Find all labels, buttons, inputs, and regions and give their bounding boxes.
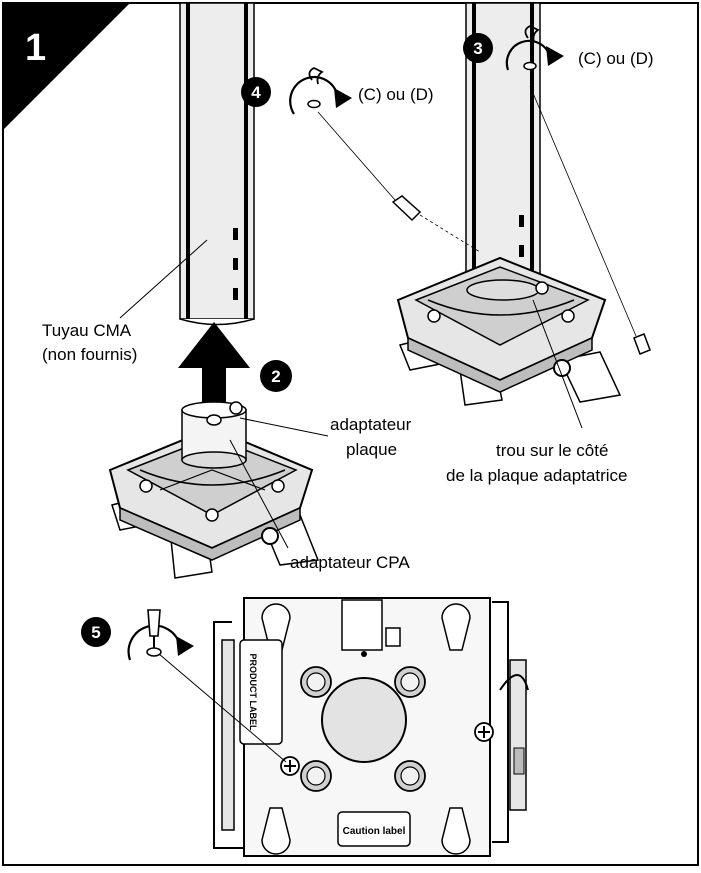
- leader-trou: [532, 299, 583, 429]
- rotate-clockwise-icon: [505, 24, 564, 71]
- phillips-screw-icon: [280, 756, 300, 776]
- label-non-fournis: (non fournis): [42, 345, 137, 364]
- label-plaque: plaque: [346, 440, 397, 459]
- cpa-adapter-right: [396, 256, 622, 406]
- leader-tuyau: [119, 239, 208, 319]
- leader-screw-3: [529, 85, 637, 337]
- arrow-up-icon: [178, 322, 250, 418]
- step-corner: [3, 3, 130, 130]
- label-plaque-adaptatrice: de la plaque adaptatrice: [446, 466, 627, 485]
- product-label-text: PRODUCT LABEL: [248, 654, 258, 731]
- rotate-clockwise-icon-4: [289, 66, 352, 115]
- phillips-screw-icon-right: [474, 722, 494, 742]
- badge-step-5: 5: [81, 617, 111, 647]
- label-adaptateur: adaptateur: [330, 415, 412, 434]
- svg-text:4: 4: [251, 83, 261, 102]
- badge-step-4: 4: [241, 77, 271, 107]
- label-c-ou-d-right: (C) ou (D): [578, 49, 654, 68]
- label-adaptateur-cpa: adaptateur CPA: [290, 553, 410, 572]
- label-trou-cote: trou sur le côté: [496, 441, 608, 460]
- caution-label-box: [337, 811, 411, 847]
- cpa-adapter-left: [108, 401, 320, 579]
- label-c-ou-d-middle: (C) ou (D): [358, 85, 434, 104]
- caution-label-text: Caution label: [343, 826, 406, 837]
- step-number: 1: [25, 27, 46, 69]
- svg-text:3: 3: [473, 39, 482, 58]
- screw-icon-right: [633, 333, 651, 355]
- cma-pipe-left: [179, 2, 255, 326]
- leader-screwdriver: [151, 647, 287, 763]
- screwdriver-icon: [127, 609, 194, 661]
- badge-step-2: 2: [260, 360, 292, 392]
- mounting-plate: PRODUCT LABEL Caution label: [213, 597, 529, 857]
- svg-text:2: 2: [271, 367, 280, 386]
- leader-adaptateur-cpa: [229, 439, 289, 549]
- label-tuyau-cma: Tuyau CMA: [42, 321, 132, 340]
- svg-text:5: 5: [91, 623, 100, 642]
- badge-step-3: 3: [463, 33, 493, 63]
- leader-screw-4: [317, 111, 396, 201]
- screw-icon: [391, 195, 422, 222]
- leader-adaptateur-plaque: [239, 417, 329, 437]
- product-label-box: [239, 639, 283, 745]
